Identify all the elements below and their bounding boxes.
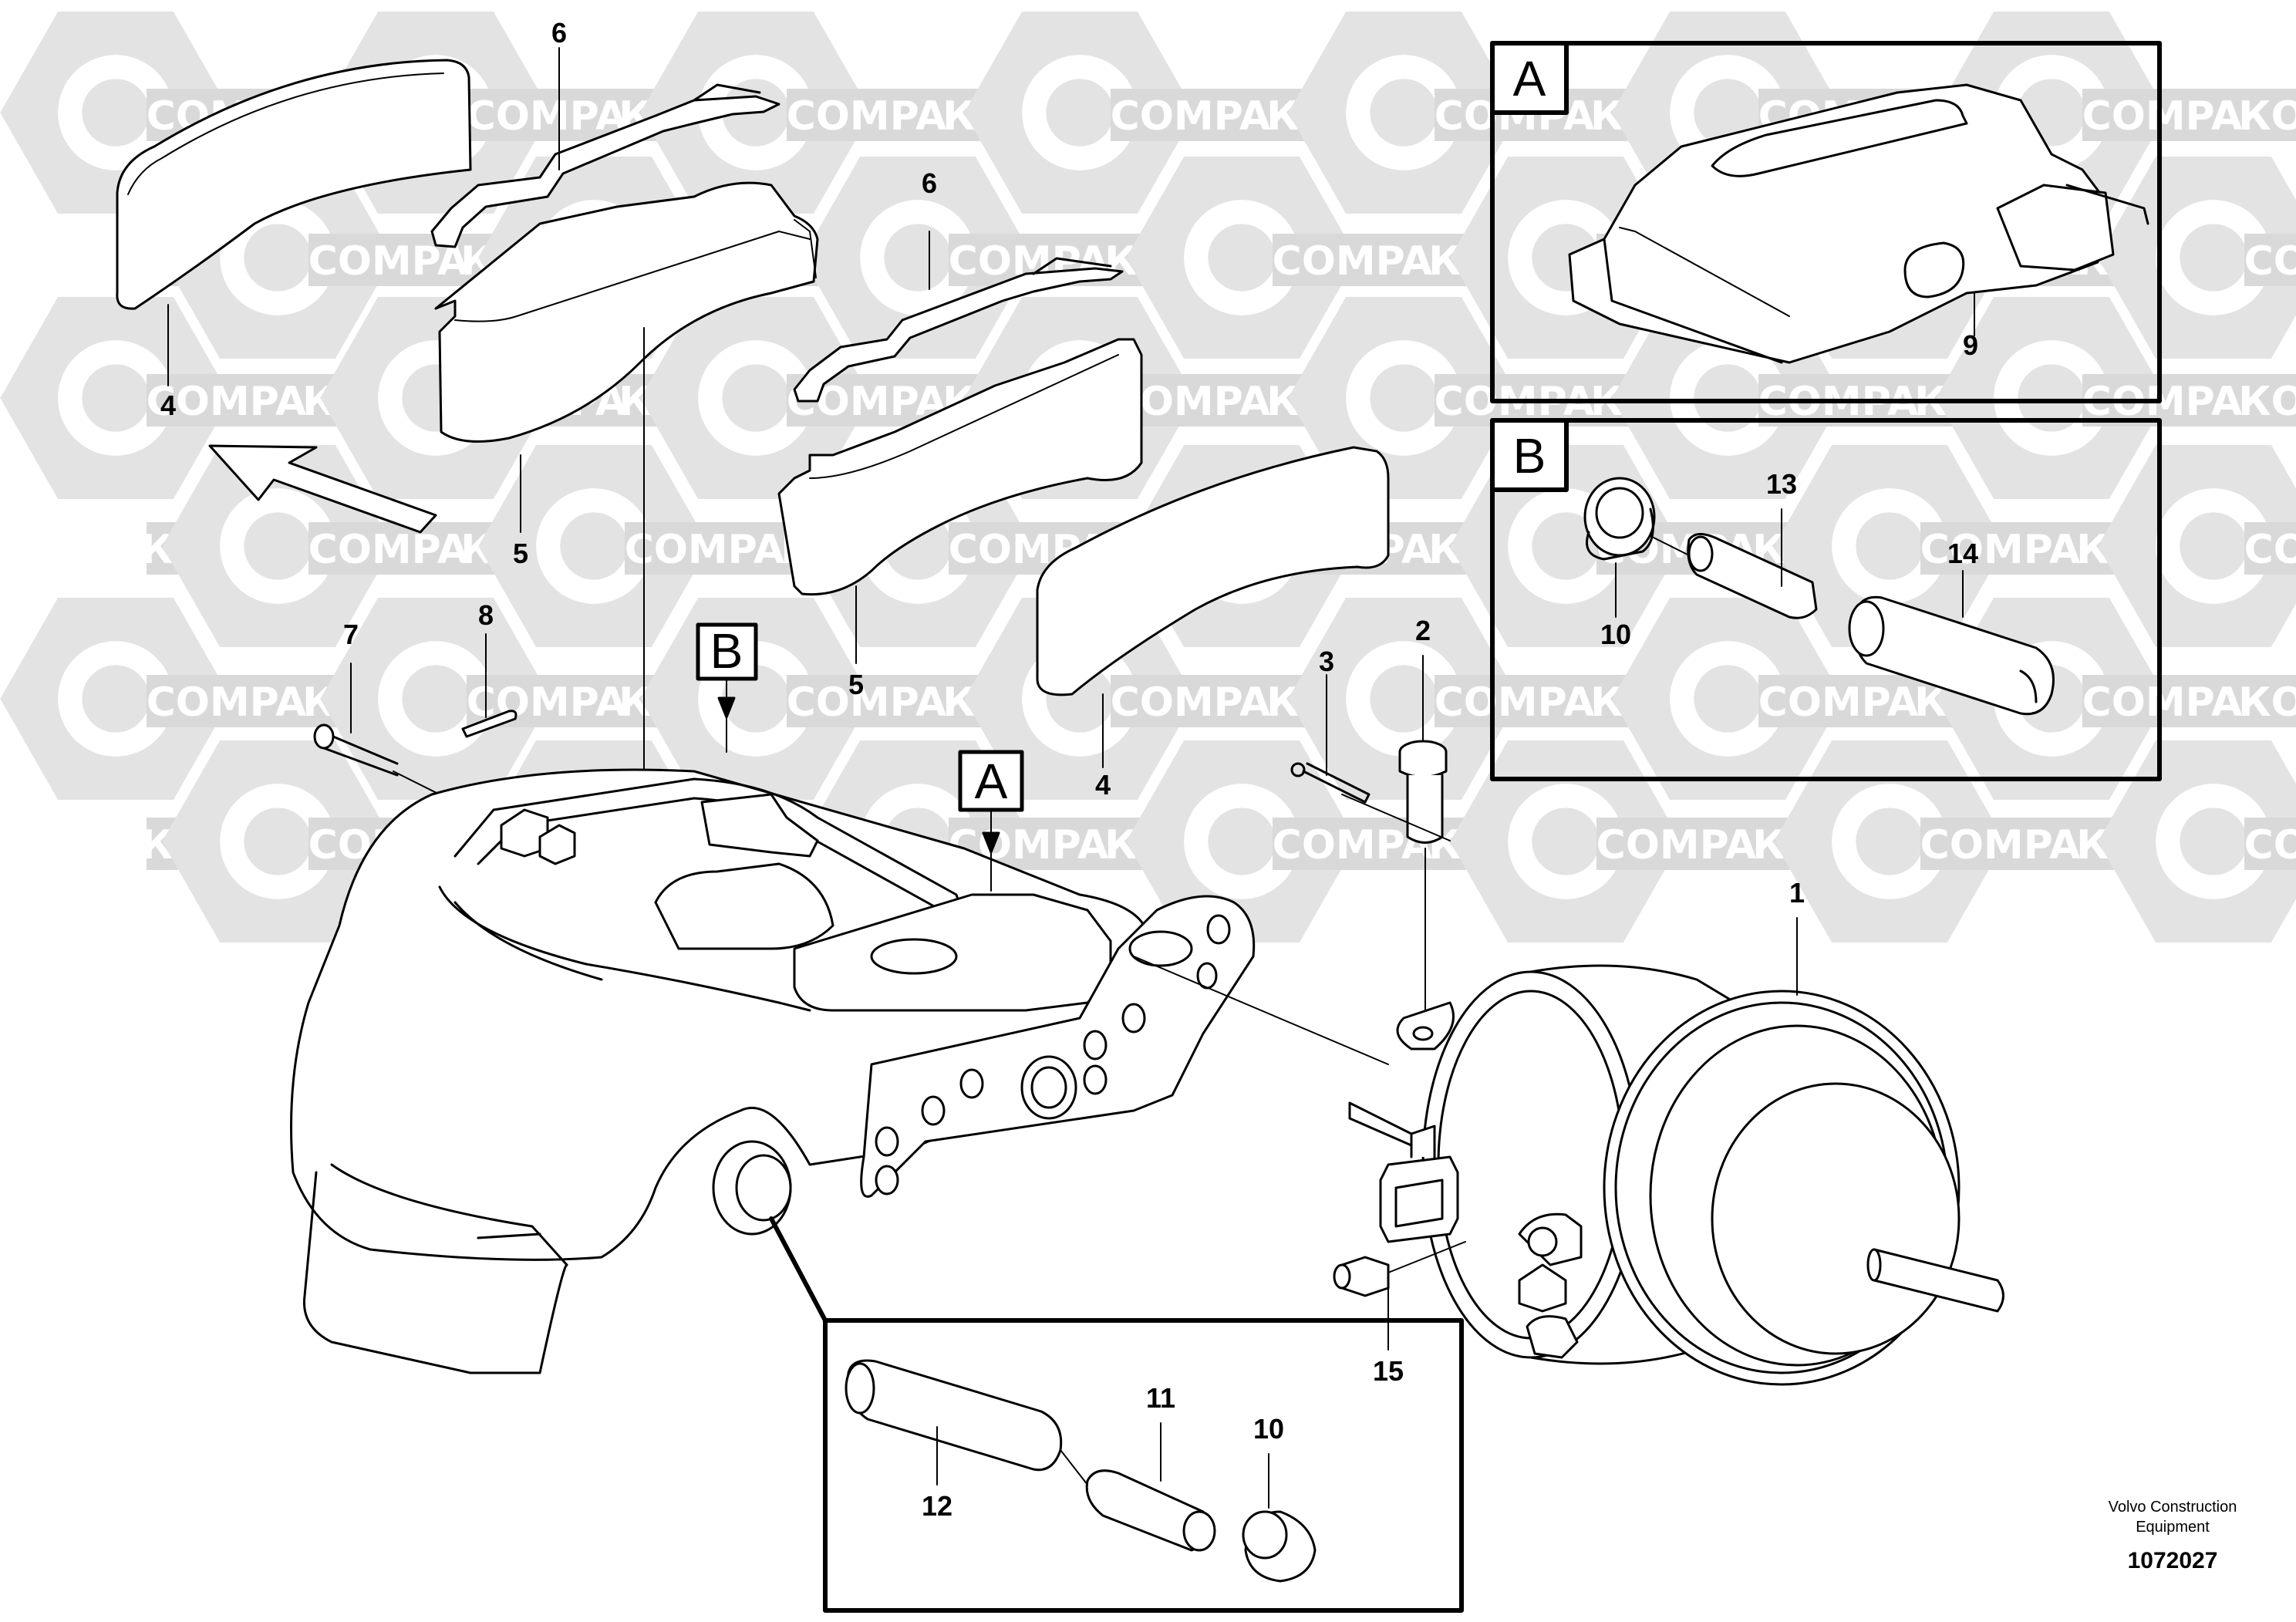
callout-9: 9 <box>1963 329 1978 361</box>
callout-14: 14 <box>1947 538 1978 569</box>
svg-text:COMPART: COMPART <box>2244 822 2296 868</box>
pad-backing-plate-top-left <box>116 59 472 310</box>
split-pin-3 <box>1290 762 1371 804</box>
leader-line-chamber <box>1133 956 1389 1065</box>
callout-13: 13 <box>1766 468 1797 500</box>
callout-11: 11 <box>1146 1382 1175 1414</box>
svg-text:КОМПАРТ: КОМПАРТ <box>2238 93 2296 140</box>
watermark-label: КОМПАРТ <box>2238 374 2296 427</box>
detail-box-a-label: A <box>1513 51 1546 106</box>
callout-1: 1 <box>1789 877 1805 909</box>
watermark-label: КОМПАРТ <box>2238 89 2296 141</box>
caliper-body <box>290 768 1256 1374</box>
split-pin-8 <box>461 710 518 738</box>
callout-6-middle: 6 <box>922 167 937 199</box>
brake-chamber <box>1333 964 2004 1386</box>
detail-box-a <box>1490 41 2162 403</box>
marker-a-label: A <box>975 754 1008 809</box>
credit-line-1: Volvo Construction <box>2109 1499 2237 1516</box>
brake-pad-top-left <box>434 181 819 443</box>
pad-backing-plate-right <box>1036 446 1390 696</box>
callout-6-top: 6 <box>551 17 567 49</box>
callout-5-middle: 5 <box>848 669 864 700</box>
marker-b-label: B <box>710 623 743 679</box>
credit-line-2: Equipment <box>2136 1519 2210 1536</box>
svg-text:COMPART: COMPART <box>2244 238 2296 285</box>
brake-pad-middle <box>777 338 1143 596</box>
pad-spring-clip-middle <box>793 257 1124 403</box>
pad-spring-clip-left <box>430 83 781 248</box>
svg-text:COMPART: COMPART <box>2244 527 2296 573</box>
watermark-label: COMPART <box>2244 818 2296 870</box>
marker-b <box>696 622 758 753</box>
callout-10-bottom: 10 <box>1253 1413 1284 1445</box>
svg-text:КОМПАРТ: КОМПАРТ <box>2238 379 2296 425</box>
callout-3: 3 <box>1319 646 1334 677</box>
watermark-label: КОМПАРТ <box>2238 675 2296 727</box>
callout-7: 7 <box>343 619 359 650</box>
detail-box-guide-pin <box>769 1216 1464 1613</box>
callout-2: 2 <box>1415 615 1431 646</box>
callout-4-top-left: 4 <box>160 389 176 421</box>
watermark-label: COMPART <box>2244 522 2296 575</box>
bolt-7 <box>313 723 399 777</box>
leader-line-pin <box>1341 794 1451 841</box>
callout-15: 15 <box>1373 1355 1404 1387</box>
detail-box-b <box>1490 418 2162 781</box>
document-number: 1072027 <box>2128 1548 2218 1573</box>
callout-8: 8 <box>478 599 494 631</box>
callout-leaders <box>167 47 1964 1509</box>
direction-arrow <box>208 444 437 534</box>
callout-10-box-b: 10 <box>1600 619 1631 650</box>
callout-5-top-left: 5 <box>513 538 528 569</box>
marker-a <box>958 750 1024 892</box>
watermark-label: COMPART <box>2244 234 2296 286</box>
svg-text:КОМПАРТ: КОМПАРТ <box>2238 679 2296 726</box>
detail-box-b-label: B <box>1513 428 1546 484</box>
callout-4-right: 4 <box>1095 769 1111 801</box>
clevis-pin-2 <box>1398 740 1448 1019</box>
callout-12: 12 <box>922 1490 952 1522</box>
